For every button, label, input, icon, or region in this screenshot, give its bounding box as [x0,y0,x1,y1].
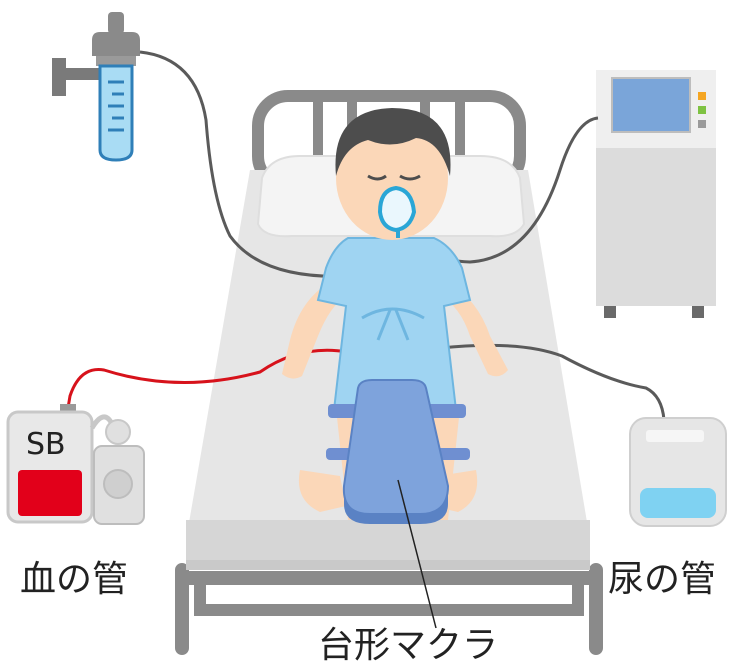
patient-in-bed-icon [282,108,508,520]
urine-tube-label: 尿の管 [608,559,717,600]
ventilator-monitor-icon [596,70,716,318]
bed-footboard [175,563,603,655]
suction-bottle-icon [52,12,140,162]
blood-drain-bag-icon [6,404,145,525]
urine-bag-icon [629,417,727,527]
drain-bag-label: SB [26,427,66,462]
wedge-pointer-line [397,479,437,629]
wedge-pillow-icon [342,379,450,524]
blood-tube-label: 血の管 [20,559,129,600]
wedge-pillow-label: 台形マクラ [318,625,499,666]
